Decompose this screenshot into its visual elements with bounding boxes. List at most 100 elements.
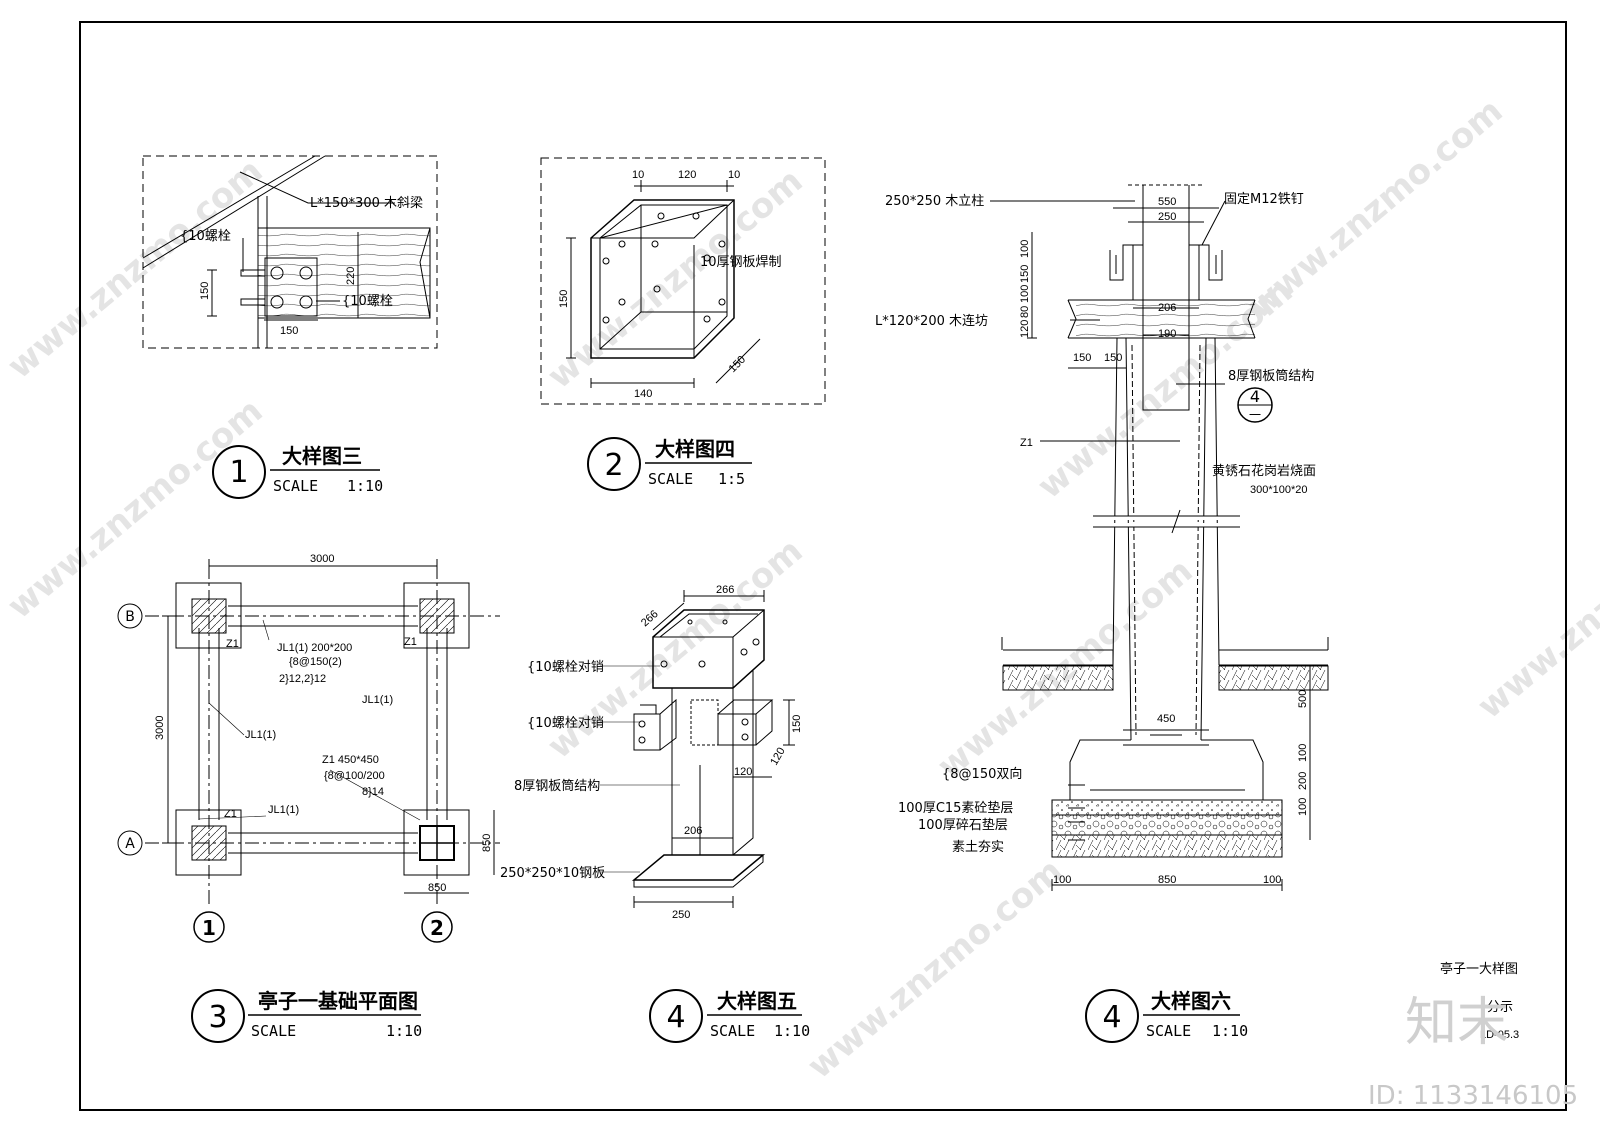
detail4-dim-120a: 120 <box>734 766 752 778</box>
detail1-number-circle <box>212 445 266 499</box>
jl1-bottom-label: JL1(1) <box>268 804 299 816</box>
axis-1-bubble <box>193 911 225 943</box>
detail1-bolt-note-1: {10螺栓 <box>180 229 231 244</box>
detail6-dim-100a: 100 <box>1019 240 1031 258</box>
z1-main-label: Z1 450*450 <box>322 754 379 766</box>
axis-2-label: 2 <box>430 916 444 940</box>
detail6-dim-250: 250 <box>1158 211 1176 223</box>
detail2-number-circle <box>587 437 641 491</box>
detail1-drawing <box>142 155 438 349</box>
drawing-number: LD-05.3 <box>1480 1029 1519 1041</box>
detail3-scale-label: SCALE <box>251 1022 296 1040</box>
detail1-dim-150v: 150 <box>199 282 211 300</box>
detail6-drawing <box>990 184 1329 891</box>
detail2-number: 2 <box>604 448 623 483</box>
z1-label: Z1 <box>224 808 237 820</box>
detail1-dim-220: 220 <box>345 267 357 285</box>
detail2-scale: 1:5 <box>718 470 745 488</box>
detail6-post-note: 250*250 木立柱 <box>885 194 984 209</box>
detail2-dim-10b: 10 <box>728 169 740 181</box>
detail2-title: 大样图四 <box>655 437 735 461</box>
z1-label: Z1 <box>404 636 417 648</box>
watermark-site: www.znzmo.com <box>540 531 810 767</box>
watermark-site: www.znzmo.com <box>540 161 810 397</box>
detail3-number: 3 <box>208 1000 227 1035</box>
brand-logo: 知末 <box>1405 993 1509 1053</box>
detail6-scale-label: SCALE <box>1146 1022 1191 1040</box>
detail6-dim-206: 206 <box>1158 302 1176 314</box>
z1-rebar-label: 8}14 <box>362 786 384 798</box>
detail2-dim-10a: 10 <box>632 169 644 181</box>
axis-b-bubble <box>117 603 143 629</box>
detail2-plate-note: 10厚钢板焊制 <box>700 254 782 270</box>
watermark: www.znzmo.com www.znzmo.com www.znzmo.co… <box>0 91 1600 1087</box>
title-block-sub: 分示 <box>1487 1000 1513 1015</box>
detail3-scale: 1:10 <box>386 1022 422 1040</box>
detail4-number: 4 <box>666 1000 685 1035</box>
detail6-ref-top: 4 <box>1250 387 1260 406</box>
title-block-name: 亭子一大样图 <box>1440 961 1518 977</box>
detail6-dim-100b: 100 <box>1019 285 1031 303</box>
detail6-dim-850: 850 <box>1158 874 1176 886</box>
watermark-id: ID: 1133146105 <box>1368 1081 1578 1111</box>
jl1-main-label: JL1(1) 200*200 <box>277 642 352 654</box>
detail6-scale: 1:10 <box>1212 1022 1248 1040</box>
detail4-dim-250: 250 <box>672 909 690 921</box>
detail1-beam-note: L*150*300 木斜梁 <box>310 196 423 211</box>
detail4-scale: 1:10 <box>774 1022 810 1040</box>
detail6-dim-150b: 150 <box>1104 352 1122 364</box>
detail2-drawing <box>540 157 826 405</box>
detail6-dim-100d: 100 <box>1297 798 1309 816</box>
detail1-scale: 1:10 <box>347 477 383 495</box>
detail6-granite-size: 300*100*20 <box>1250 484 1308 496</box>
detail6-rebar-note: {8@150双向 <box>942 766 1022 782</box>
detail4-dim-120b: 120 <box>768 746 788 768</box>
jl1-stirrup-label: {8@150(2) <box>289 656 342 668</box>
detail6-dim-100c: 100 <box>1297 744 1309 762</box>
jl1-left-label: JL1(1) <box>245 729 276 741</box>
detail6-dim-150c: 150 <box>1019 265 1031 283</box>
detail6-dim-500: 500 <box>1297 690 1309 708</box>
watermark-site: www.znzmo.com <box>1240 91 1510 327</box>
detail3-dim-3000h: 3000 <box>310 553 334 565</box>
detail1-dim-150h: 150 <box>280 325 298 337</box>
detail6-dim-120: 120 <box>1019 320 1031 338</box>
detail6-tube-note: 8厚钢板筒结构 <box>1228 368 1314 384</box>
detail6-title: 大样图六 <box>1151 989 1231 1013</box>
detail3-drawing <box>145 559 500 905</box>
detail6-z1-label: Z1 <box>1020 437 1033 449</box>
watermark-site: www.znzmo.com <box>0 151 270 387</box>
detail3-dim-850v: 850 <box>481 834 493 852</box>
detail4-title: 大样图五 <box>717 989 797 1013</box>
detail6-granite-note: 黄锈石花岗岩烧面 <box>1212 463 1316 479</box>
z1-label: Z1 <box>226 638 239 650</box>
detail1-title: 大样图三 <box>282 444 362 468</box>
axis-a-bubble <box>117 830 143 856</box>
watermark-site: www.znzmo.com <box>800 851 1070 1087</box>
jl1-right-label: JL1(1) <box>362 694 393 706</box>
detail1-scale-label: SCALE <box>273 477 318 495</box>
detail1-bolt-note-2: {10螺栓 <box>342 294 393 309</box>
watermark-site: www.znzmo.com <box>1470 491 1600 727</box>
detail4-dim-206: 206 <box>684 825 702 837</box>
detail4-dim-266a: 266 <box>716 584 734 596</box>
detail4-scale-label: SCALE <box>710 1022 755 1040</box>
axis-b-label: B <box>125 609 135 625</box>
watermark-site: www.znzmo.com <box>0 391 270 627</box>
detail6-dim-100e: 100 <box>1053 874 1071 886</box>
detail6-dim-80: 80 <box>1019 306 1031 318</box>
detail4-drawing <box>600 590 795 908</box>
detail6-c15-note: 100厚C15素砼垫层 <box>898 800 1013 816</box>
axis-2-bubble <box>421 911 453 943</box>
detail2-dim-120: 120 <box>678 169 696 181</box>
detail6-dim-450: 450 <box>1157 713 1175 725</box>
jl1-rebar-label: 2}12,2}12 <box>279 673 326 685</box>
detail6-dim-150a: 150 <box>1073 352 1091 364</box>
z1-stirrup-label: {8@100/200 <box>324 770 385 782</box>
detail3-title: 亭子一基础平面图 <box>258 989 418 1013</box>
detail6-gravel-note: 100厚碎石垫层 <box>918 817 1008 833</box>
detail6-ref-bottom: 一 <box>1249 408 1261 422</box>
detail6-dim-190: 190 <box>1158 328 1176 340</box>
detail6-nail-note: 固定M12铁钉 <box>1224 192 1304 207</box>
detail3-dim-3000v: 3000 <box>154 716 166 740</box>
